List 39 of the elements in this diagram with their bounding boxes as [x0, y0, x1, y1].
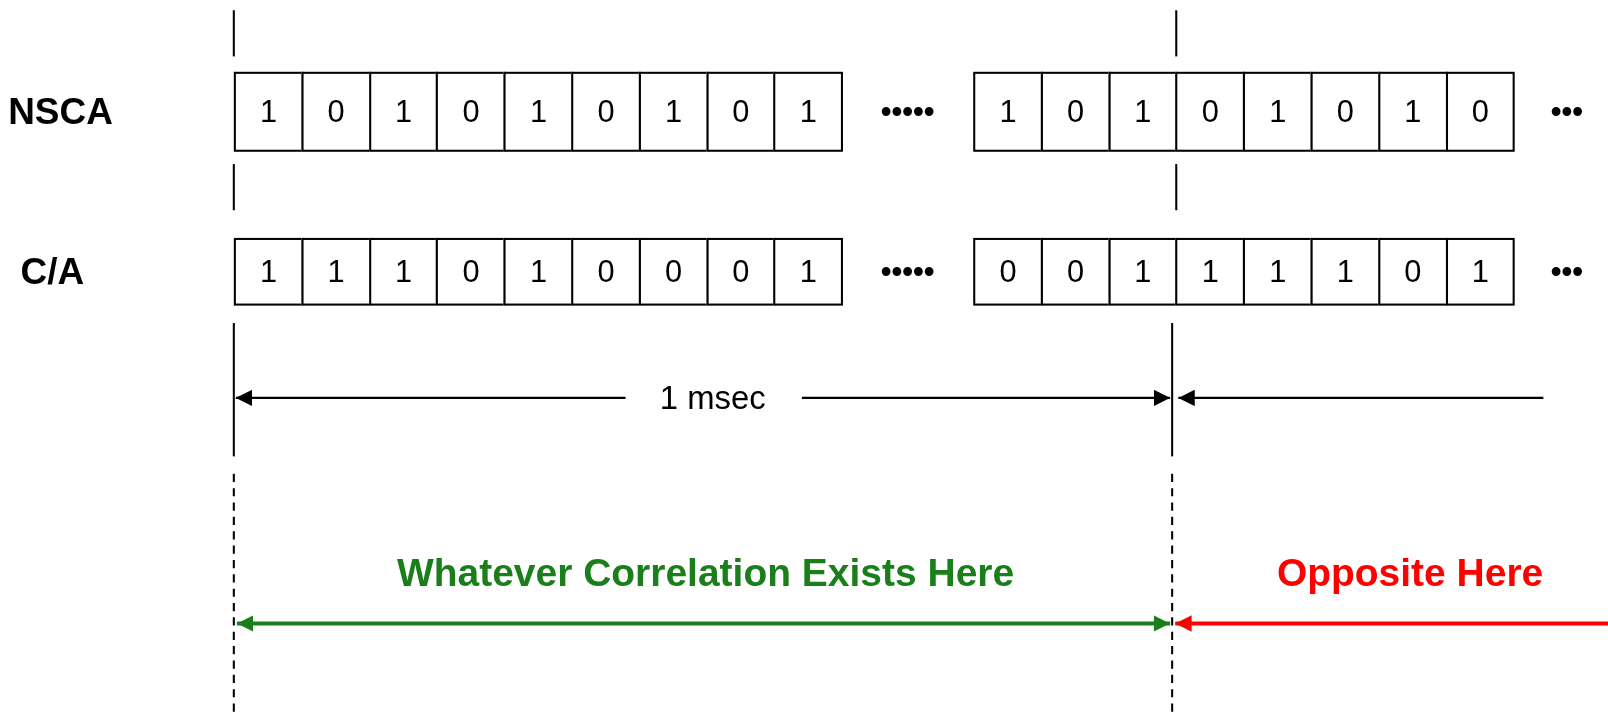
- bit-cell: 1: [1445, 237, 1516, 306]
- ellipsis: •••••: [879, 93, 936, 131]
- bit-cell: 0: [1040, 71, 1111, 152]
- bit-cell: 1: [503, 71, 574, 152]
- bit-cell: 1: [1108, 71, 1178, 152]
- bit-cell: 1: [301, 237, 371, 306]
- bit-cell: 0: [706, 237, 776, 306]
- bit-cell: 0: [638, 237, 709, 306]
- bit-cell: 1: [503, 237, 574, 306]
- bit-cell: 1: [233, 237, 304, 306]
- bit-cell: 0: [1310, 71, 1381, 152]
- bit-cell: 1: [973, 71, 1043, 152]
- bit-cell: 1: [773, 237, 844, 306]
- bit-cell: 0: [1445, 71, 1516, 152]
- ellipsis: •••••: [879, 253, 936, 291]
- bit-cell: 0: [436, 71, 506, 152]
- bit-cell: 0: [1378, 237, 1448, 306]
- ellipsis: •••: [1549, 253, 1585, 291]
- bit-cell: 1: [1310, 237, 1381, 306]
- bit-cell: 0: [436, 237, 506, 306]
- bit-cell: 1: [233, 71, 304, 152]
- bit-cell: 0: [1040, 237, 1111, 306]
- annotation-text: Opposite Here: [1275, 549, 1545, 596]
- bit-cell: 1: [1378, 71, 1448, 152]
- bit-cell: 0: [571, 237, 641, 306]
- bit-cell: 0: [301, 71, 371, 152]
- bit-cell: 0: [571, 71, 641, 152]
- bit-cell: 0: [706, 71, 776, 152]
- row-label: C/A: [20, 249, 86, 295]
- bit-cell: 1: [1108, 237, 1178, 306]
- row-label: NSCA: [8, 89, 114, 135]
- ellipsis: •••: [1549, 93, 1585, 131]
- bit-cell: 1: [773, 71, 844, 152]
- bit-cell: 0: [973, 237, 1043, 306]
- bit-cell: 1: [638, 71, 709, 152]
- duration-label: 1 msec: [658, 377, 767, 418]
- bit-cell: 1: [1243, 71, 1313, 152]
- bit-cell: 1: [1243, 237, 1313, 306]
- annotation-text: Whatever Correlation Exists Here: [395, 549, 1016, 596]
